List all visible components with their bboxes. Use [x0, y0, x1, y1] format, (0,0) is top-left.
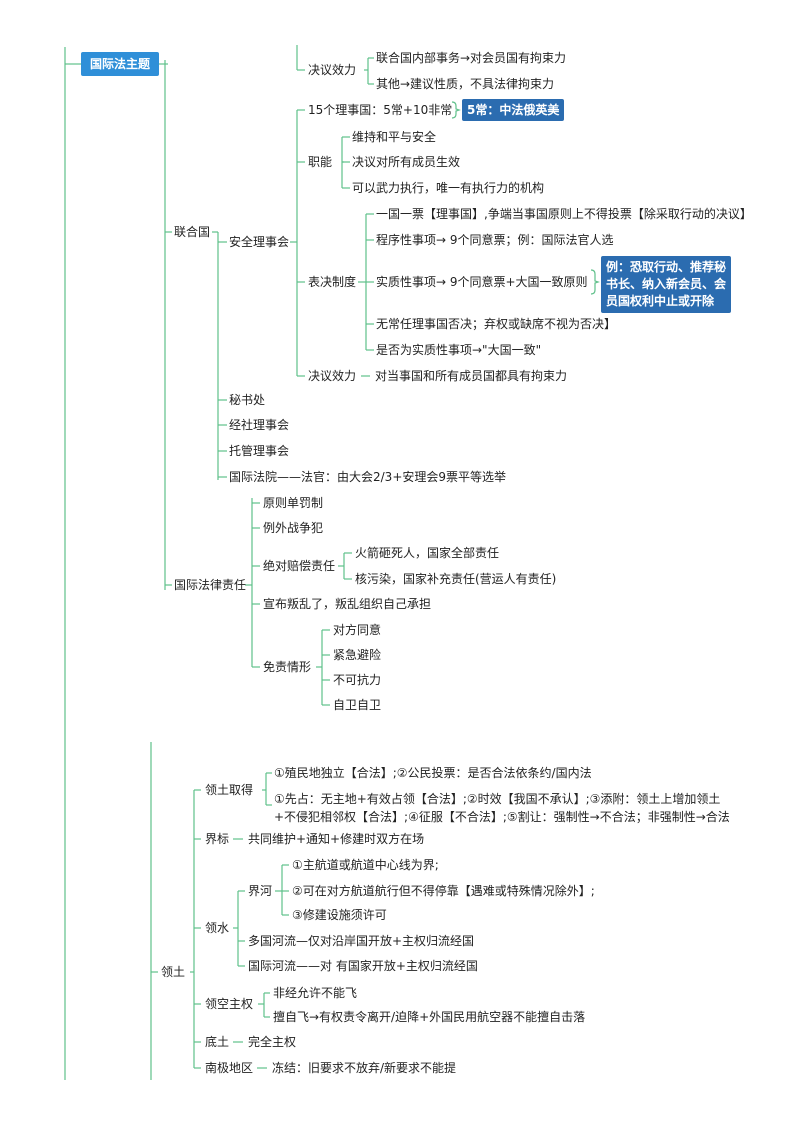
river-item-1: ①主航道或航道中心线为界;: [292, 858, 439, 872]
sc-voting-item-2: 程序性事项→ 9个同意票；例：国际法官人选: [376, 233, 614, 247]
intl-river: 国际河流——对 有国家开放+主权归流经国: [248, 959, 478, 973]
air-item-2: 擅自飞→有权责令离开/迫降+外国民用航空器不能擅自击落: [273, 1010, 586, 1024]
node-boundary-river[interactable]: 界河: [248, 884, 273, 898]
node-antarctic[interactable]: 南极地区: [205, 1061, 254, 1075]
node-liability[interactable]: 国际法律责任: [174, 578, 247, 592]
liability-war: 例外战争犯: [263, 521, 324, 535]
boundary-text: 共同维护+通知+修建时双方在场: [248, 832, 425, 846]
acquire-item-2: ①先占：无主地+有效占领【合法】;②时效【我国不承认】;③添附：领土上增加领土 …: [274, 792, 730, 824]
node-sc-effect[interactable]: 决议效力: [308, 369, 357, 383]
node-sc-voting[interactable]: 表决制度: [308, 275, 357, 289]
node-un[interactable]: 联合国: [174, 225, 211, 239]
multi-river: 多国河流—仅对沿岸国开放+主权归流经国: [248, 934, 475, 948]
exempt-item-4: 自卫自卫: [333, 698, 382, 712]
root-node[interactable]: 国际法主题: [81, 52, 159, 76]
absolute-item-1: 火箭砸死人，国家全部责任: [355, 546, 500, 560]
antarctic-text: 冻结：旧要求不放弃/新要求不能提: [272, 1061, 457, 1075]
node-airspace[interactable]: 领空主权: [205, 997, 254, 1011]
node-territory[interactable]: 领土: [161, 965, 186, 979]
ga-effect-item-2: 其他→建议性质，不具法律拘束力: [376, 77, 555, 91]
ga-effect-item-1: 联合国内部事务→对会员国有拘束力: [376, 51, 567, 65]
exempt-item-2: 紧急避险: [333, 648, 382, 662]
river-item-3: ③修建设施须许可: [292, 908, 387, 922]
sc-function-item-2: 决议对所有成员生效: [352, 155, 461, 169]
liability-principle: 原则单罚制: [263, 496, 324, 510]
sc-voting-note: 例：恐取行动、推荐秘 书长、纳入新会员、会 员国权利中止或开除: [601, 256, 732, 313]
exempt-item-1: 对方同意: [333, 623, 382, 637]
sc-effect-text: 对当事国和所有成员国都具有拘束力: [375, 369, 568, 383]
acquire-item-1: ①殖民地独立【合法】;②公民投票：是否合法依条约/国内法: [274, 766, 592, 780]
node-trusteeship[interactable]: 托管理事会: [229, 444, 290, 458]
sc-members: 15个理事国：5常+10非常: [308, 103, 453, 117]
node-sc-functions[interactable]: 职能: [308, 155, 333, 169]
sc-voting-item-4: 无常任理事国否决；弃权或缺席不视为否决】: [376, 317, 617, 331]
node-waters[interactable]: 领水: [205, 921, 230, 935]
node-secretariat[interactable]: 秘书处: [229, 393, 266, 407]
subsoil-text: 完全主权: [248, 1035, 297, 1049]
sc-function-item-3: 可以武力执行，唯一有执行力的机构: [352, 181, 545, 195]
air-item-1: 非经允许不能飞: [273, 986, 358, 1000]
node-exemption[interactable]: 免责情形: [263, 660, 312, 674]
sc-voting-item-5: 是否为实质性事项→"大国一致": [376, 343, 542, 357]
node-boundary[interactable]: 界标: [205, 832, 230, 846]
sc-voting-item-3: 实质性事项→ 9个同意票+大国一致原则: [376, 275, 588, 289]
node-subsoil[interactable]: 底土: [205, 1035, 230, 1049]
node-security-council[interactable]: 安全理事会: [229, 235, 290, 249]
absolute-item-2: 核污染，国家补充责任(营运人有责任): [355, 572, 557, 586]
node-acquire[interactable]: 领土取得: [205, 783, 254, 797]
node-ga-effect[interactable]: 决议效力: [308, 63, 357, 77]
node-ecosoc[interactable]: 经社理事会: [229, 418, 290, 432]
sc-members-note: 5常：中法俄英美: [462, 99, 565, 121]
node-icj[interactable]: 国际法院——法官：由大会2/3+安理会9票平等选举: [229, 470, 507, 484]
sc-function-item-1: 维持和平与安全: [352, 130, 437, 144]
liability-rebel: 宣布叛乱了，叛乱组织自己承担: [263, 597, 432, 611]
exempt-item-3: 不可抗力: [333, 673, 382, 687]
sc-voting-item-1: 一国一票【理事国】,争端当事国原则上不得投票【除采取行动的决议】: [376, 207, 752, 221]
river-item-2: ②可在对方航道航行但不得停靠【遇难或特殊情况除外】;: [292, 884, 595, 898]
node-absolute-liability[interactable]: 绝对赔偿责任: [263, 559, 336, 573]
